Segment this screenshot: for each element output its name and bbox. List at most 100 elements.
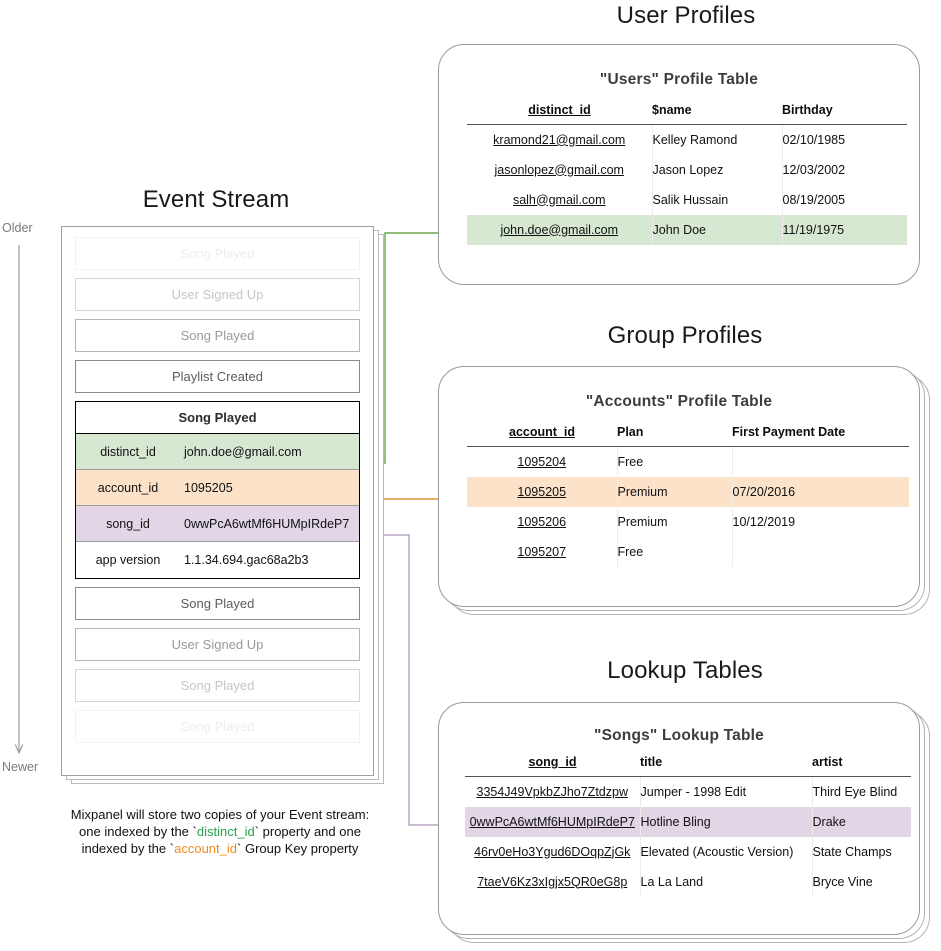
event-item[interactable]: User Signed Up <box>75 278 360 311</box>
table-cell: Jumper - 1998 Edit <box>640 776 813 807</box>
table-cell: 07/20/2016 <box>732 476 909 507</box>
table-cell: John Doe <box>652 214 783 245</box>
column-header[interactable]: Birthday <box>782 103 907 125</box>
selected-event-name: Song Played <box>76 402 359 434</box>
table-cell: Free <box>617 536 733 567</box>
event-property-key: account_id <box>97 480 159 495</box>
table-cell: Drake <box>812 806 911 837</box>
user-profiles-title: User Profiles <box>616 2 756 29</box>
event-item[interactable]: Song Played <box>75 319 360 352</box>
event-property-value: 1.1.34.694.gac68a2b3 <box>184 553 309 567</box>
event-property-value: john.doe@gmail.com <box>184 444 302 459</box>
selected-event-card[interactable]: Song Played distinct_id john.doe@gmail.co… <box>75 401 360 579</box>
table-cell: 1095205 <box>467 476 618 507</box>
table-cell: Premium <box>617 506 733 537</box>
event-property-row: distinct_id john.doe@gmail.com <box>76 434 359 470</box>
table-cell: 12/03/2002 <box>782 162 846 177</box>
table-cell: Salik Hussain <box>652 184 783 215</box>
event-item-label: Song Played <box>180 596 255 611</box>
column-header[interactable]: distinct_id <box>467 103 652 125</box>
table-cell: 11/19/1975 <box>782 214 907 245</box>
lookup-tables-title: Lookup Tables <box>607 657 763 684</box>
event-item[interactable]: Song Played <box>75 669 360 702</box>
event-item[interactable]: Song Played <box>75 237 360 270</box>
table-cell: 1095206 <box>467 506 618 537</box>
caption-line-3-prefix: indexed by the <box>81 841 170 856</box>
table-cell: 08/19/2005 <box>782 192 846 207</box>
songs-table-title: "Songs" Lookup Table <box>594 727 764 744</box>
group-profiles-title: Group Profiles <box>607 322 763 349</box>
column-header[interactable]: account_id <box>467 425 617 447</box>
caption-code-account-id: account_id <box>174 841 237 856</box>
caption-line-2-prefix: one indexed by the <box>79 824 193 839</box>
table-cell: john.doe@gmail.com <box>467 214 653 245</box>
caption-code-distinct-id: distinct_id <box>196 824 255 839</box>
table-cell: Free <box>617 446 733 477</box>
table-cell: Premium <box>617 476 733 507</box>
table-cell: Third Eye Blind <box>812 784 898 799</box>
event-item-label: Song Played <box>180 246 255 261</box>
table-cell: 1095207 <box>467 536 618 567</box>
event-item-label: User Signed Up <box>171 287 264 302</box>
column-header[interactable]: Plan <box>617 425 732 447</box>
event-item[interactable]: Song Played <box>75 587 360 620</box>
event-property-key: app version <box>95 553 161 567</box>
table-cell: Bryce Vine <box>812 874 873 889</box>
column-header[interactable]: title <box>640 755 812 777</box>
caption-line-2-suffix: property and one <box>259 824 361 839</box>
table-cell: 3354J49VpkbZJho7Ztdzpw <box>465 776 641 807</box>
column-header[interactable]: song_id <box>465 755 640 777</box>
event-item-label: Playlist Created <box>171 369 264 384</box>
event-property-key: distinct_id <box>100 444 156 459</box>
event-item[interactable]: User Signed Up <box>75 628 360 661</box>
column-header[interactable]: First Payment Date <box>732 425 909 447</box>
table-cell: jasonlopez@gmail.com <box>467 154 653 185</box>
column-header[interactable]: $name <box>652 103 782 125</box>
table-cell: 02/10/1985 <box>782 132 846 147</box>
table-cell <box>732 447 909 477</box>
event-property-row: app version 1.1.34.694.gac68a2b3 <box>76 542 359 578</box>
table-cell: Kelley Ramond <box>652 124 783 155</box>
table-cell: 0wwPcA6wtMf6HUMpIRdeP7 <box>465 806 641 837</box>
accounts-table-title: "Accounts" Profile Table <box>585 393 773 410</box>
event-item[interactable]: Playlist Created <box>75 360 360 393</box>
table-cell: Elevated (Acoustic Version) <box>640 836 813 867</box>
table-cell: Hotline Bling <box>640 806 813 837</box>
event-stream-title: Event Stream <box>142 186 290 213</box>
caption-line-3-suffix: Group Key property <box>241 841 359 856</box>
event-item-label: Song Played <box>180 678 255 693</box>
event-item-label: Song Played <box>180 719 255 734</box>
axis-label-older: Older <box>2 221 33 235</box>
table-cell: 46rv0eHo3Ygud6DOqpZjGk <box>465 836 641 867</box>
column-header[interactable]: artist <box>812 755 911 777</box>
event-item-label: Song Played <box>180 328 255 343</box>
event-item[interactable]: Song Played <box>75 710 360 743</box>
table-cell: Jason Lopez <box>652 154 783 185</box>
